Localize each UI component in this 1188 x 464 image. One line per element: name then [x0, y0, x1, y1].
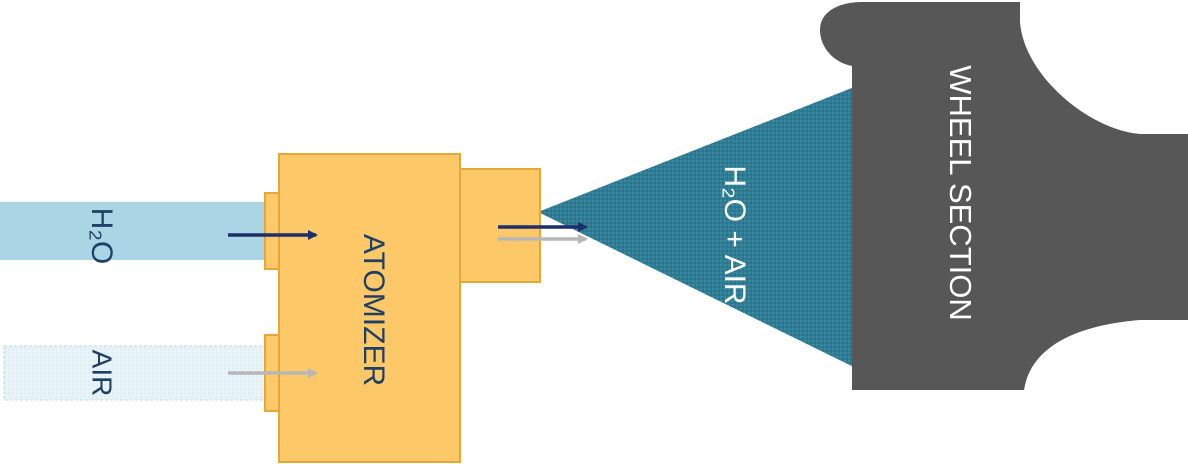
air-inlet-label: AIR: [87, 350, 118, 397]
wheel-section-label: WHEEL SECTION: [943, 65, 978, 321]
water-inlet-pipe: [0, 202, 275, 260]
wheel-section: [820, 2, 1188, 390]
atomizer-body: [278, 153, 461, 463]
atomizer-label: ATOMIZER: [357, 234, 390, 386]
spray-label: H₂O + AIR: [718, 165, 751, 304]
spray-cone: [538, 80, 872, 376]
h2o-inlet-label: H₂O: [85, 208, 118, 265]
